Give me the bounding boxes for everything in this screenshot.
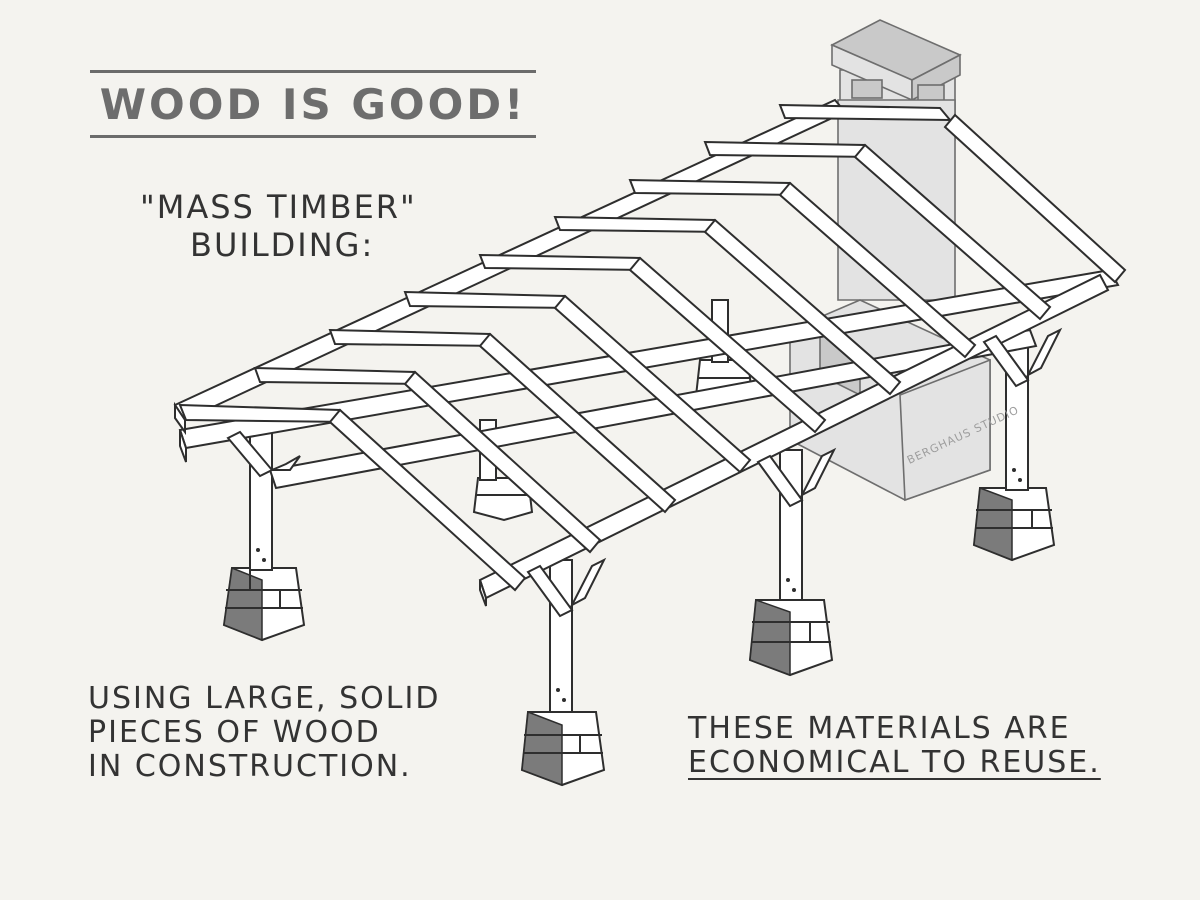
- caption-right: THESE MATERIALS ARE ECONOMICAL TO REUSE.: [688, 712, 1101, 780]
- rafter-pair-6: [553, 215, 902, 396]
- knee-braces: [226, 327, 1063, 618]
- page-title: WOOD IS GOOD!: [99, 80, 527, 129]
- rafter-pair-5: [478, 253, 827, 434]
- caption-left: USING LARGE, SOLID PIECES OF WOOD IN CON…: [88, 682, 440, 784]
- rafter-pair-1: [178, 403, 527, 592]
- footing-front-left: [222, 566, 306, 642]
- dowel-pins: [256, 468, 1022, 702]
- rafter-pair-8: [703, 140, 1052, 321]
- rafters: [178, 103, 1127, 592]
- title-banner: WOOD IS GOOD!: [90, 70, 536, 138]
- rafter-pair-7: [628, 178, 977, 359]
- footing-back-right: [972, 486, 1056, 562]
- caption-right-line-1: THESE MATERIALS ARE: [688, 711, 1071, 746]
- rafter-pair-4: [403, 290, 752, 474]
- rafter-pair-2: [253, 366, 602, 554]
- caption-left-line-2: PIECES OF WOOD: [88, 715, 381, 750]
- subtitle: "MASS TIMBER" BUILDING:: [140, 188, 417, 264]
- caption-left-line-1: USING LARGE, SOLID: [88, 681, 441, 716]
- rafter-pair-9: [778, 103, 1127, 284]
- rafter-pair-3: [328, 328, 677, 514]
- footing-front-right: [748, 598, 834, 677]
- footing-front-middle: [520, 710, 606, 787]
- subtitle-line-2: BUILDING:: [190, 226, 375, 264]
- eave-beams: [178, 268, 1120, 607]
- caption-right-line-2: ECONOMICAL TO REUSE.: [688, 745, 1101, 780]
- caption-left-line-3: IN CONSTRUCTION.: [88, 749, 412, 784]
- subtitle-line-1: "MASS TIMBER": [140, 188, 417, 226]
